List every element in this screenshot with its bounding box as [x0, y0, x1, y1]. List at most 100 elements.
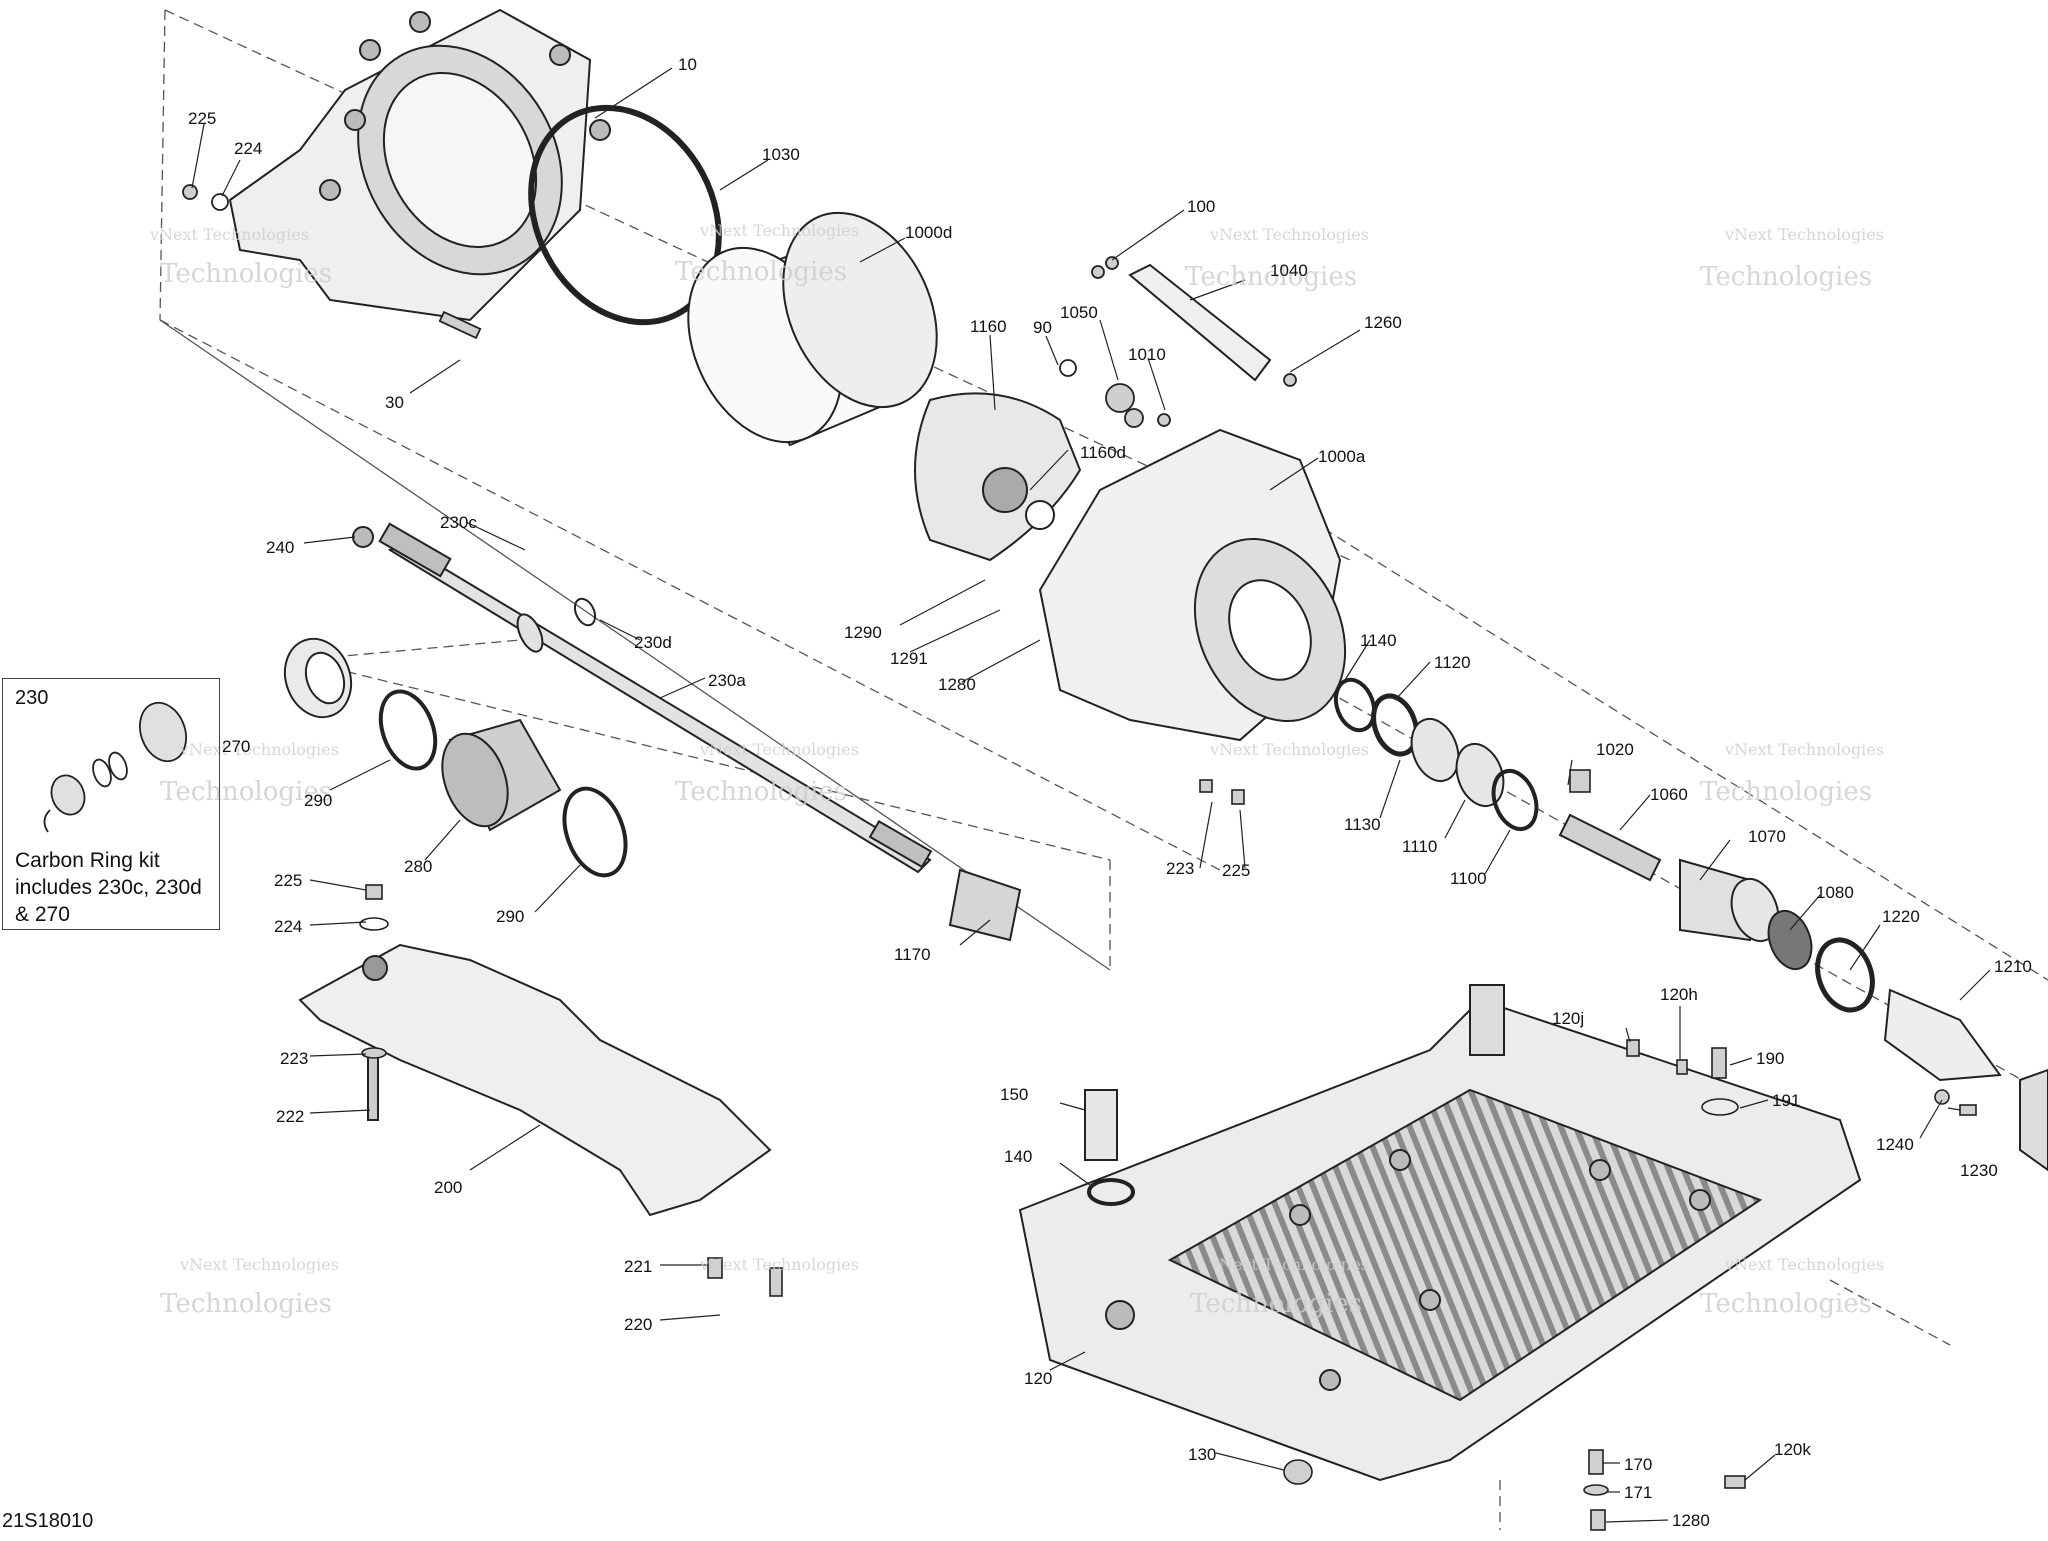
- callout-1170: 1170: [894, 945, 931, 964]
- callout-130: 130: [1188, 1445, 1216, 1464]
- boot-assembly: [283, 637, 1022, 942]
- callout-30: 30: [385, 393, 404, 412]
- watermarks: vNext Technologies Technologies vNext Te…: [149, 221, 1884, 1319]
- callout-1110: 1110: [1402, 837, 1437, 856]
- callout-1160: 1160: [970, 317, 1007, 336]
- watermark-text: Technologies: [160, 777, 332, 807]
- watermark-text: vNext Technologies: [699, 221, 859, 240]
- callout-1210: 1210: [1994, 957, 2032, 976]
- callout-labels: 10 225 224 1030 1000d 100 1040 30 1160 9…: [188, 55, 2032, 1530]
- callout-1060: 1060: [1650, 785, 1688, 804]
- callout-223: 223: [280, 1049, 308, 1068]
- watermark-text: Technologies: [675, 257, 847, 287]
- callout-100: 100: [1187, 197, 1215, 216]
- callout-1070: 1070: [1748, 827, 1786, 846]
- venturi-housing-1000a: [1038, 428, 1347, 742]
- callout-225: 225: [188, 109, 216, 128]
- watermark-text: vNext Technologies: [1209, 1255, 1369, 1274]
- callout-10: 10: [678, 55, 697, 74]
- watermark-text: Technologies: [1700, 262, 1872, 292]
- callout-90: 90: [1033, 318, 1052, 337]
- bearing-stack: [1333, 677, 2048, 1172]
- callout-191: 191: [1772, 1091, 1800, 1110]
- callout-1280: 1280: [938, 675, 976, 694]
- callout-1100: 1100: [1450, 869, 1487, 888]
- fitting-150-140: [1084, 1089, 1135, 1206]
- callout-221: 221: [624, 1257, 652, 1276]
- callout-120: 120: [1024, 1369, 1052, 1388]
- callout-223: 223: [1166, 859, 1194, 878]
- callout-1030: 1030: [762, 145, 800, 164]
- carbon-ring-kit-box: 230 Carbon Ring kit includes 230c, 230d …: [2, 678, 220, 930]
- watermark-text: Technologies: [160, 1289, 332, 1319]
- callout-222: 222: [276, 1107, 304, 1126]
- wear-ring-1000d: [687, 211, 938, 447]
- callout-230c: 230c: [440, 513, 477, 532]
- watermark-text: Technologies: [675, 777, 847, 807]
- callout-225: 225: [1222, 861, 1250, 880]
- watermark-text: vNext Technologies: [179, 740, 339, 759]
- watermark-text: Technologies: [1700, 1289, 1872, 1319]
- callout-leaders: [191, 67, 1991, 1523]
- watermark-text: vNext Technologies: [1724, 1255, 1884, 1274]
- callout-1050: 1050: [1060, 303, 1098, 322]
- callout-1260: 1260: [1364, 313, 1402, 332]
- watermark-text: vNext Technologies: [1209, 225, 1369, 244]
- watermark-text: vNext Technologies: [1209, 740, 1369, 759]
- callout-171: 171: [1624, 1483, 1652, 1502]
- callout-224: 224: [274, 917, 302, 936]
- watermark-text: vNext Technologies: [1724, 740, 1884, 759]
- kit-box-line: includes 230c, 230d: [15, 876, 202, 899]
- callout-1290: 1290: [844, 623, 882, 642]
- callout-1010: 1010: [1128, 345, 1166, 364]
- callout-1040: 1040: [1270, 261, 1308, 280]
- callout-1020: 1020: [1596, 740, 1634, 759]
- watermark-text: Technologies: [1190, 1289, 1362, 1319]
- callout-1080: 1080: [1816, 883, 1854, 902]
- impeller-1160: [914, 392, 1082, 562]
- kit-box-description: Carbon Ring kit includes 230c, 230d & 27…: [15, 847, 215, 928]
- callout-1220: 1220: [1882, 907, 1920, 926]
- callout-220: 220: [624, 1315, 652, 1334]
- watermark-text: vNext Technologies: [699, 740, 859, 759]
- callout-150: 150: [1000, 1085, 1028, 1104]
- watermark-text: vNext Technologies: [179, 1255, 339, 1274]
- callout-120j: 120j: [1552, 1009, 1584, 1028]
- carbon-ring-kit-parts: [43, 701, 187, 833]
- diagram-id: 21S18010: [2, 1510, 94, 1532]
- callout-1130: 1130: [1344, 815, 1381, 834]
- callout-240: 240: [266, 538, 294, 557]
- small-hardware-bottom: [359, 769, 1977, 1531]
- callout-120k: 120k: [1774, 1440, 1811, 1459]
- drive-shaft-230a: [352, 522, 933, 874]
- watermark-text: vNext Technologies: [149, 225, 309, 244]
- small-hardware-top: [182, 184, 1297, 428]
- callout-120h: 120h: [1660, 985, 1698, 1004]
- watermark-text: Technologies: [1185, 262, 1357, 292]
- callout-1160d: 1160d: [1080, 443, 1126, 462]
- callout-1280: 1280: [1672, 1511, 1710, 1530]
- kit-box-line: & 270: [15, 903, 70, 926]
- callout-1140: 1140: [1360, 631, 1397, 650]
- callout-1291: 1291: [890, 649, 928, 668]
- callout-270: 270: [222, 737, 250, 756]
- callout-225: 225: [274, 871, 302, 890]
- wear-ring-1030: [528, 104, 722, 326]
- callout-280: 280: [404, 857, 432, 876]
- support-200: [298, 943, 772, 1217]
- callout-200: 200: [434, 1178, 462, 1197]
- watermark-text: vNext Technologies: [1724, 225, 1884, 244]
- watermark-text: vNext Technologies: [699, 1255, 859, 1274]
- callout-1120: 1120: [1434, 653, 1471, 672]
- callout-1240: 1240: [1876, 1135, 1914, 1154]
- kit-box-line: Carbon Ring kit: [15, 849, 160, 872]
- pump-housing-10: [228, 8, 611, 322]
- callout-224: 224: [234, 139, 262, 158]
- callout-140: 140: [1004, 1147, 1032, 1166]
- callout-1000a: 1000a: [1318, 447, 1366, 466]
- callout-230d: 230d: [634, 633, 672, 652]
- callout-170: 170: [1624, 1455, 1652, 1474]
- callout-230a: 230a: [708, 671, 746, 690]
- ride-plate-120: [1018, 984, 1862, 1482]
